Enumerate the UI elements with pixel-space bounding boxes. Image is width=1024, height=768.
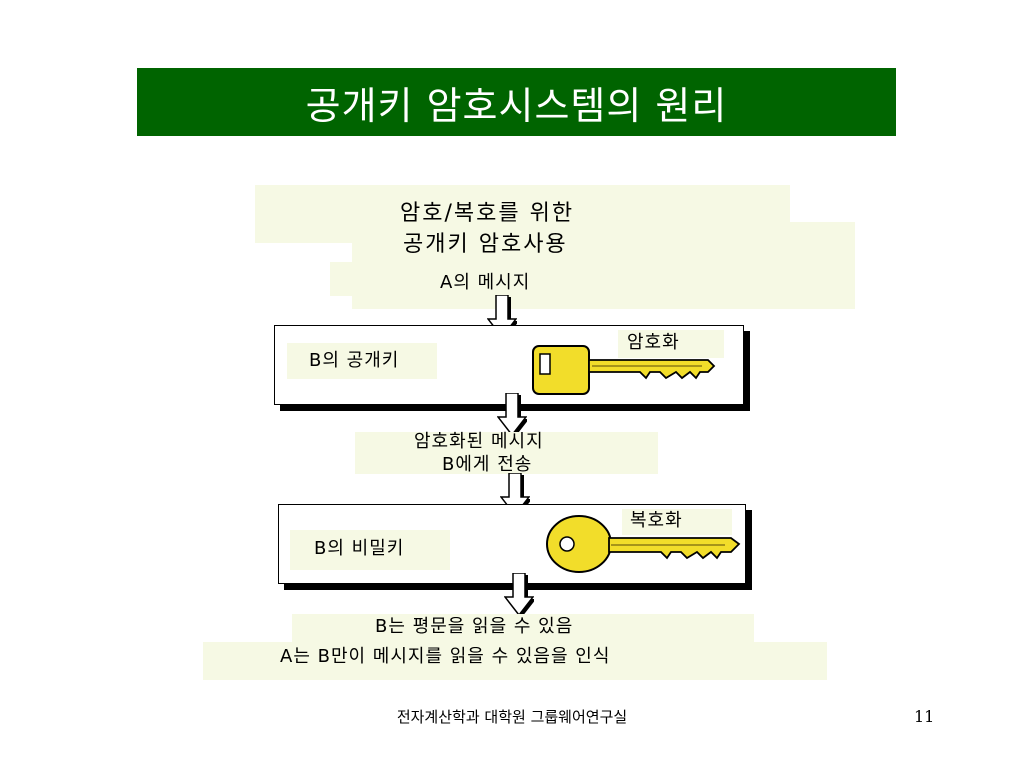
private-key-label-panel [290,530,450,570]
title-bar: 공개키 암호시스템의 원리 [137,68,896,136]
result-panel-2 [203,642,827,680]
encrypt-label: 암호화 [627,332,680,353]
down-arrow-icon [497,393,527,437]
encrypt-label-panel [618,330,724,358]
heading-line-1: 암호/복호를 위한 [400,201,575,226]
decrypt-label: 복호화 [630,510,683,531]
result-line-1: B는 평문을 읽을 수 있음 [375,616,574,637]
down-arrow-icon [504,573,534,617]
result-panel-1 [292,614,754,644]
private-key-label: B의 비밀키 [314,538,405,559]
slide-title: 공개키 암호시스템의 원리 [305,83,728,128]
public-key-icon [532,345,716,395]
private-key-icon [546,515,741,573]
message-panel [330,262,678,296]
page-number: 11 [914,707,935,726]
encrypted-message-panel [355,432,658,474]
heading-line-2: 공개키 암호사용 [403,232,568,257]
encrypted-line-1: 암호화된 메시지 [414,431,544,452]
footer-text: 전자계산학과 대학원 그룹웨어연구실 [396,708,628,726]
result-line-2: A는 B만이 메시지를 읽을 수 있음을 인식 [280,646,611,667]
public-key-label-panel [287,343,437,379]
message-a-label: A의 메시지 [440,272,531,293]
decrypt-label-panel [622,509,732,535]
public-key-label: B의 공개키 [309,350,400,371]
encrypted-line-2: B에게 전송 [442,454,533,475]
